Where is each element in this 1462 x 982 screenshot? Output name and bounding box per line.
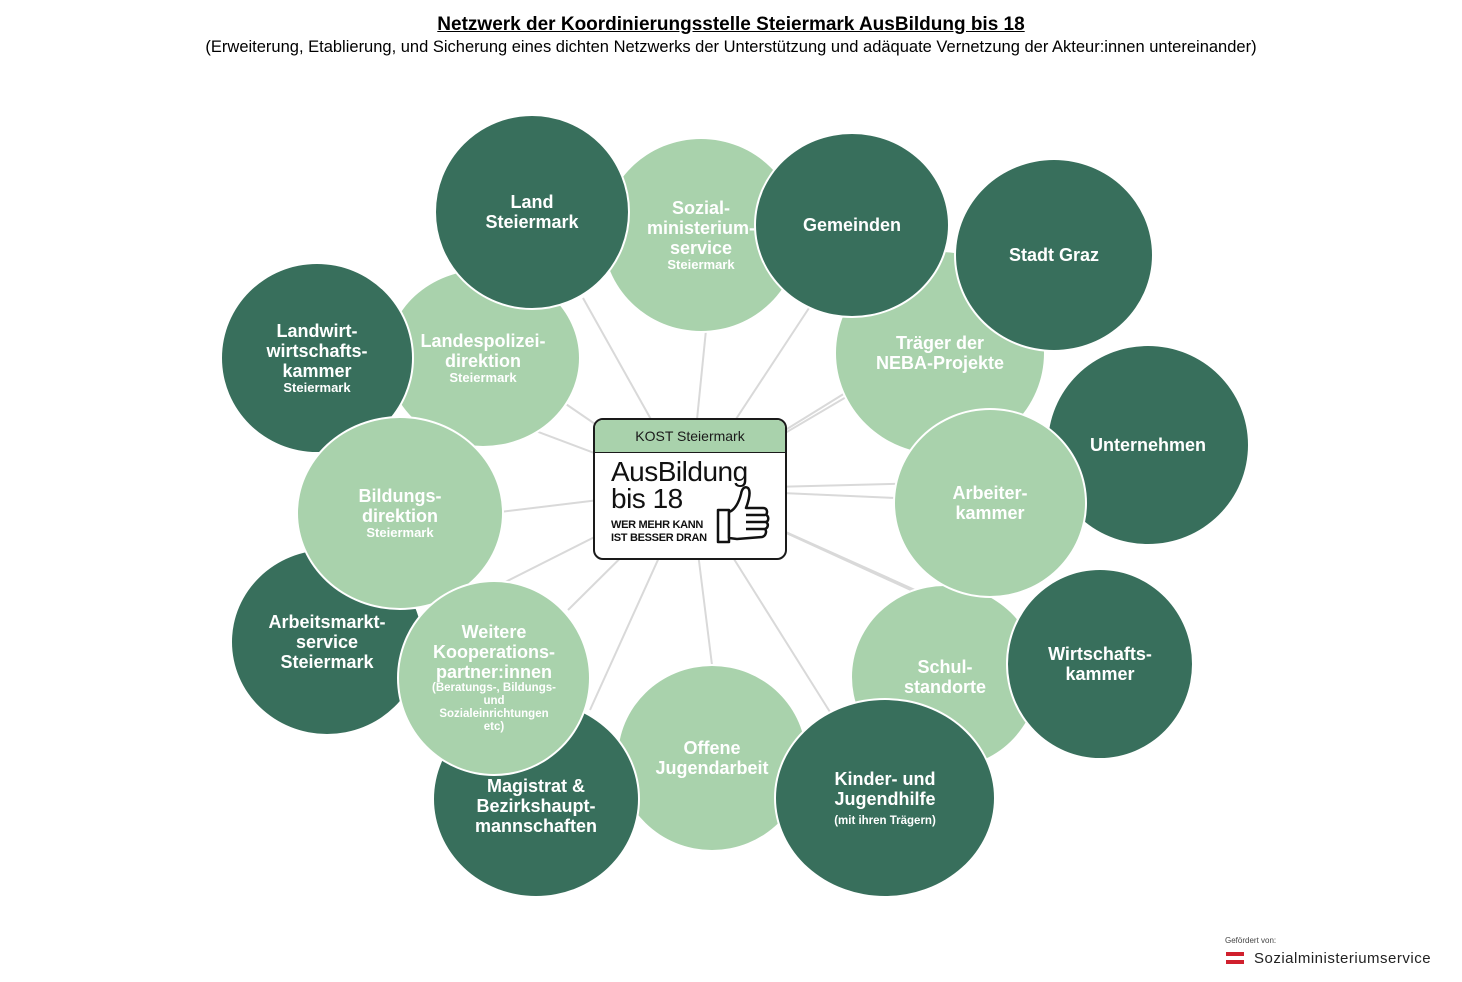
node-weitere-kooperationspartner: Weitere Kooperations- partner:innen (Ber… — [397, 580, 591, 776]
node-label: Sozial- ministerium- service — [646, 198, 756, 258]
node-note: (mit ihren Trägern) — [834, 814, 936, 827]
node-label: Unternehmen — [1089, 435, 1206, 455]
node-label: Schul- standorte — [903, 657, 986, 697]
logo-text: AusBildung bis 18 — [611, 456, 748, 514]
node-sublabel: Steiermark — [449, 370, 517, 385]
node-label: Träger der NEBA-Projekte — [875, 333, 1005, 373]
diagram-title: Netzwerk der Koordinierungsstelle Steier… — [437, 14, 1025, 35]
center-logo-box: KOST Steiermark AusBildung bis 18 WER ME… — [593, 418, 787, 560]
node-bildungsdirektion: Bildungs- direktion Steiermark — [296, 416, 504, 610]
footer-brand: Sozialministeriumservice — [1254, 950, 1432, 967]
diagram-subtitle: (Erweiterung, Etablierung, und Sicherung… — [205, 38, 1257, 56]
node-label: Gemeinden — [802, 215, 902, 235]
node-label: Landespolizei- direktion — [420, 331, 546, 371]
node-label: Magistrat & Bezirkshaupt- mannschaften — [474, 776, 598, 836]
node-arbeiterkammer: Arbeiter- kammer — [893, 408, 1087, 598]
node-sublabel: Steiermark — [667, 257, 735, 272]
logo-slogan: WER MEHR KANN IST BESSER DRAN — [611, 519, 707, 544]
node-label: Stadt Graz — [1008, 245, 1100, 265]
node-label: Arbeitsmarkt- service Steiermark — [268, 612, 386, 672]
node-gemeinden: Gemeinden — [754, 132, 950, 318]
node-label: Kinder- und Jugendhilfe — [834, 768, 936, 809]
footer-label: Gefördert von: — [1225, 936, 1277, 945]
node-land-steiermark: Land Steiermark — [434, 114, 630, 310]
node-sublabel: Steiermark — [366, 525, 434, 540]
austria-flag-icon — [1226, 952, 1244, 964]
node-note: (Beratungs-, Bildungs- und Sozialeinrich… — [432, 682, 556, 733]
node-label: Offene Jugendarbeit — [655, 738, 769, 778]
node-kinder-jugendhilfe: Kinder- und Jugendhilfe (mit ihren Träge… — [774, 698, 996, 898]
node-sublabel: Steiermark — [283, 380, 351, 395]
node-label: Bildungs- direktion — [358, 486, 442, 526]
node-label: Weitere Kooperations- partner:innen — [432, 622, 555, 682]
node-label: Landwirt- wirtschafts- kammer — [266, 321, 368, 381]
node-label: Land Steiermark — [485, 192, 579, 232]
node-label: Wirtschafts- kammer — [1048, 644, 1152, 684]
node-label: Arbeiter- kammer — [952, 483, 1028, 523]
node-landwirtschaftskammer: Landwirt- wirtschafts- kammer Steiermark — [220, 262, 414, 454]
node-wirtschaftskammer: Wirtschafts- kammer — [1006, 568, 1194, 760]
thumbs-up-icon — [716, 486, 770, 544]
center-header: KOST Steiermark — [595, 420, 785, 453]
node-stadt-graz: Stadt Graz — [954, 158, 1154, 352]
